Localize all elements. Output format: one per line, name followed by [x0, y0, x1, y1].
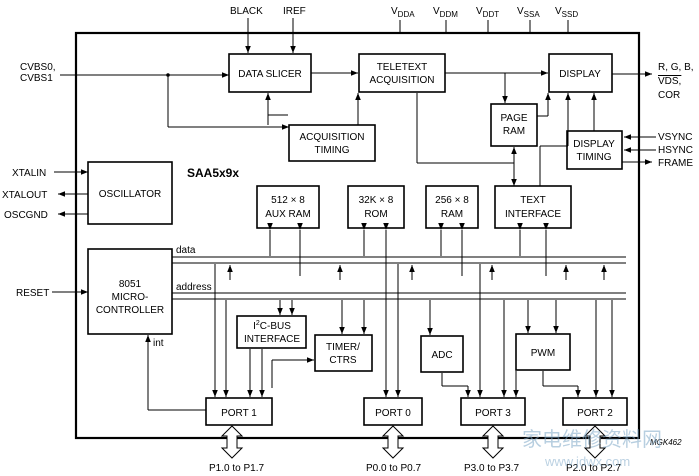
teletext-acquisition-block — [358, 53, 446, 93]
text-interface-block — [494, 185, 572, 229]
pin-frame: FRAME — [658, 158, 693, 169]
data-bus-label: data — [176, 245, 196, 256]
port1-pins-label: P1.0 to P1.7 — [209, 463, 264, 474]
display-timing-block — [566, 130, 623, 170]
int-label: int — [153, 338, 164, 349]
rom-block — [347, 185, 405, 229]
port2-pins-label: P2.0 to P2.7 — [566, 463, 621, 474]
chip-outline — [74, 31, 641, 440]
display-timing-label-2: TIMING — [577, 152, 612, 163]
timer-label-1: TIMER/ — [326, 342, 360, 353]
aux-ram-label-1: 512 × 8 — [271, 195, 305, 206]
pin-oscgnd: OSCGND — [4, 210, 48, 221]
data-bus — [172, 256, 626, 264]
svg-text:VDDM: VDDM — [433, 6, 458, 19]
teletext-acq-label-2: ACQUISITION — [369, 75, 434, 86]
supply-vddm: VDDM — [433, 6, 458, 19]
data-slicer-label: DATA SLICER — [238, 69, 302, 80]
pin-reset: RESET — [16, 288, 49, 299]
text-interface-label-2: INTERFACE — [505, 209, 561, 220]
port2-block — [562, 397, 628, 426]
display-timing-label-1: DISPLAY — [573, 139, 615, 150]
pin-cvbs1: CVBS1 — [20, 73, 53, 84]
svg-text:VDDT: VDDT — [476, 6, 499, 19]
pin-iref: IREF — [283, 6, 306, 17]
watermark-text: 家电维修资料网 — [522, 427, 662, 451]
page-ram-label-2: RAM — [503, 126, 525, 137]
timer-label-2: CTRS — [329, 355, 357, 366]
supply-vdda: VDDA — [391, 6, 415, 19]
pwm-block — [515, 333, 571, 371]
pin-xtalout: XTALOUT — [2, 190, 47, 201]
port2-pins-arrow — [583, 425, 607, 459]
figure-code: MGK462 — [650, 438, 682, 447]
address-bus-label: address — [176, 282, 212, 293]
adc-block — [420, 335, 464, 373]
svg-text:VDDA: VDDA — [391, 6, 415, 19]
page-ram-block — [490, 103, 538, 147]
supply-vssa: VSSA — [517, 6, 540, 19]
acq-timing-label-1: ACQUISITION — [299, 132, 364, 143]
i2c-label-2: INTERFACE — [244, 334, 300, 345]
timer-counters-block — [314, 334, 373, 372]
micro-label-2: MICRO- — [112, 292, 149, 303]
svg-text:VSSD: VSSD — [555, 6, 578, 19]
pwm-label: PWM — [531, 348, 555, 359]
pin-rgb: R, G, B, — [658, 62, 694, 73]
display-label: DISPLAY — [559, 69, 601, 80]
i2c-label-1: I2C-BUS — [253, 320, 291, 332]
microcontroller-block — [87, 248, 173, 335]
port0-label: PORT 0 — [375, 408, 411, 419]
port3-block — [460, 397, 526, 426]
supply-vddt: VDDT — [476, 6, 499, 19]
teletext-acq-label-1: TELETEXT — [377, 62, 428, 73]
port0-pins-arrow — [381, 425, 405, 459]
port3-label: PORT 3 — [475, 408, 511, 419]
port-bus-links — [212, 264, 615, 397]
page-ram-label-1: PAGE — [500, 113, 527, 124]
pin-vds: VDS, — [658, 76, 681, 87]
port1-pins-arrow — [220, 425, 244, 459]
oscillator-label: OSCILLATOR — [99, 189, 161, 200]
rom-label-2: ROM — [364, 209, 387, 220]
ram-label-1: 256 × 8 — [435, 195, 469, 206]
acq-timing-label-2: TIMING — [315, 145, 350, 156]
address-bus — [172, 292, 626, 300]
supply-vssd: VSSD — [555, 6, 578, 19]
port0-pins-label: P0.0 to P0.7 — [366, 463, 421, 474]
pin-cor: COR — [658, 90, 680, 101]
rom-label-1: 32K × 8 — [359, 195, 394, 206]
aux-ram-label-2: AUX RAM — [265, 209, 311, 220]
port3-pins-label: P3.0 to P3.7 — [464, 463, 519, 474]
watermark-site: www.jdwx.com — [544, 454, 630, 469]
display-block — [548, 53, 613, 93]
port1-block — [205, 397, 273, 426]
micro-label-1: 8051 — [119, 279, 142, 290]
micro-label-3: CONTROLLER — [96, 305, 164, 316]
pin-vsync: VSYNC — [658, 132, 692, 143]
pin-cvbs0: CVBS0, — [20, 62, 56, 73]
aux-ram-block — [256, 185, 320, 229]
pin-xtalin: XTALIN — [12, 168, 46, 179]
chip-name: SAA5x9x — [187, 166, 239, 180]
port0-block — [363, 397, 423, 426]
port1-label: PORT 1 — [221, 408, 257, 419]
i2c-bus-interface-block — [236, 315, 307, 349]
pin-hsync: HSYNC — [658, 145, 693, 156]
svg-text:VSSA: VSSA — [517, 6, 540, 19]
oscillator-block — [87, 161, 173, 225]
port2-label: PORT 2 — [577, 408, 613, 419]
ram-label-2: RAM — [441, 209, 463, 220]
memory-bus-links — [267, 223, 549, 276]
ram-block — [425, 185, 479, 229]
text-interface-label-1: TEXT — [520, 195, 546, 206]
pin-black: BLACK — [230, 6, 263, 17]
acquisition-timing-block — [288, 124, 376, 162]
port3-pins-arrow — [481, 425, 505, 459]
adc-label: ADC — [431, 350, 452, 361]
